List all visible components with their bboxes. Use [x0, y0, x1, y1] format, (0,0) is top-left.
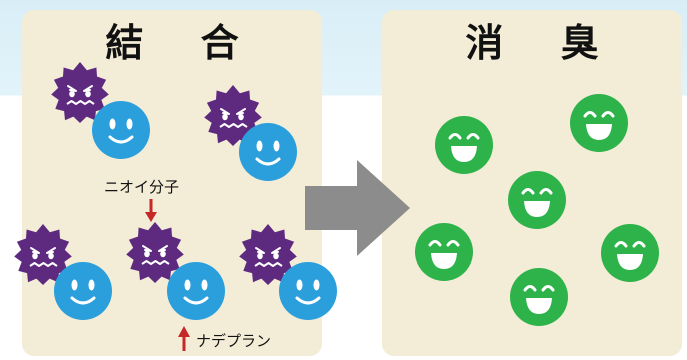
odor-pointer-arrow-icon	[145, 199, 157, 222]
green-smiley-icon	[413, 221, 475, 283]
blue-smiley-icon	[90, 99, 152, 161]
green-smiley-icon	[568, 92, 630, 154]
nadepuran-pointer-arrow-icon	[178, 326, 190, 351]
blue-smiley-icon	[237, 121, 299, 183]
odor-molecule-label: ニオイ分子	[104, 178, 180, 196]
nadepuran-label: ナデプラン	[196, 332, 272, 350]
bonding-title: 結 合	[105, 21, 261, 65]
green-smiley-icon	[433, 114, 495, 176]
blue-smiley-icon	[277, 260, 339, 322]
blue-smiley-icon	[52, 260, 114, 322]
green-smiley-icon	[599, 222, 661, 284]
arrow-right-icon	[305, 160, 410, 256]
blue-smiley-icon	[165, 260, 227, 322]
green-smiley-icon	[506, 169, 568, 231]
deodorize-title: 消 臭	[465, 21, 621, 65]
green-smiley-icon	[508, 266, 570, 328]
